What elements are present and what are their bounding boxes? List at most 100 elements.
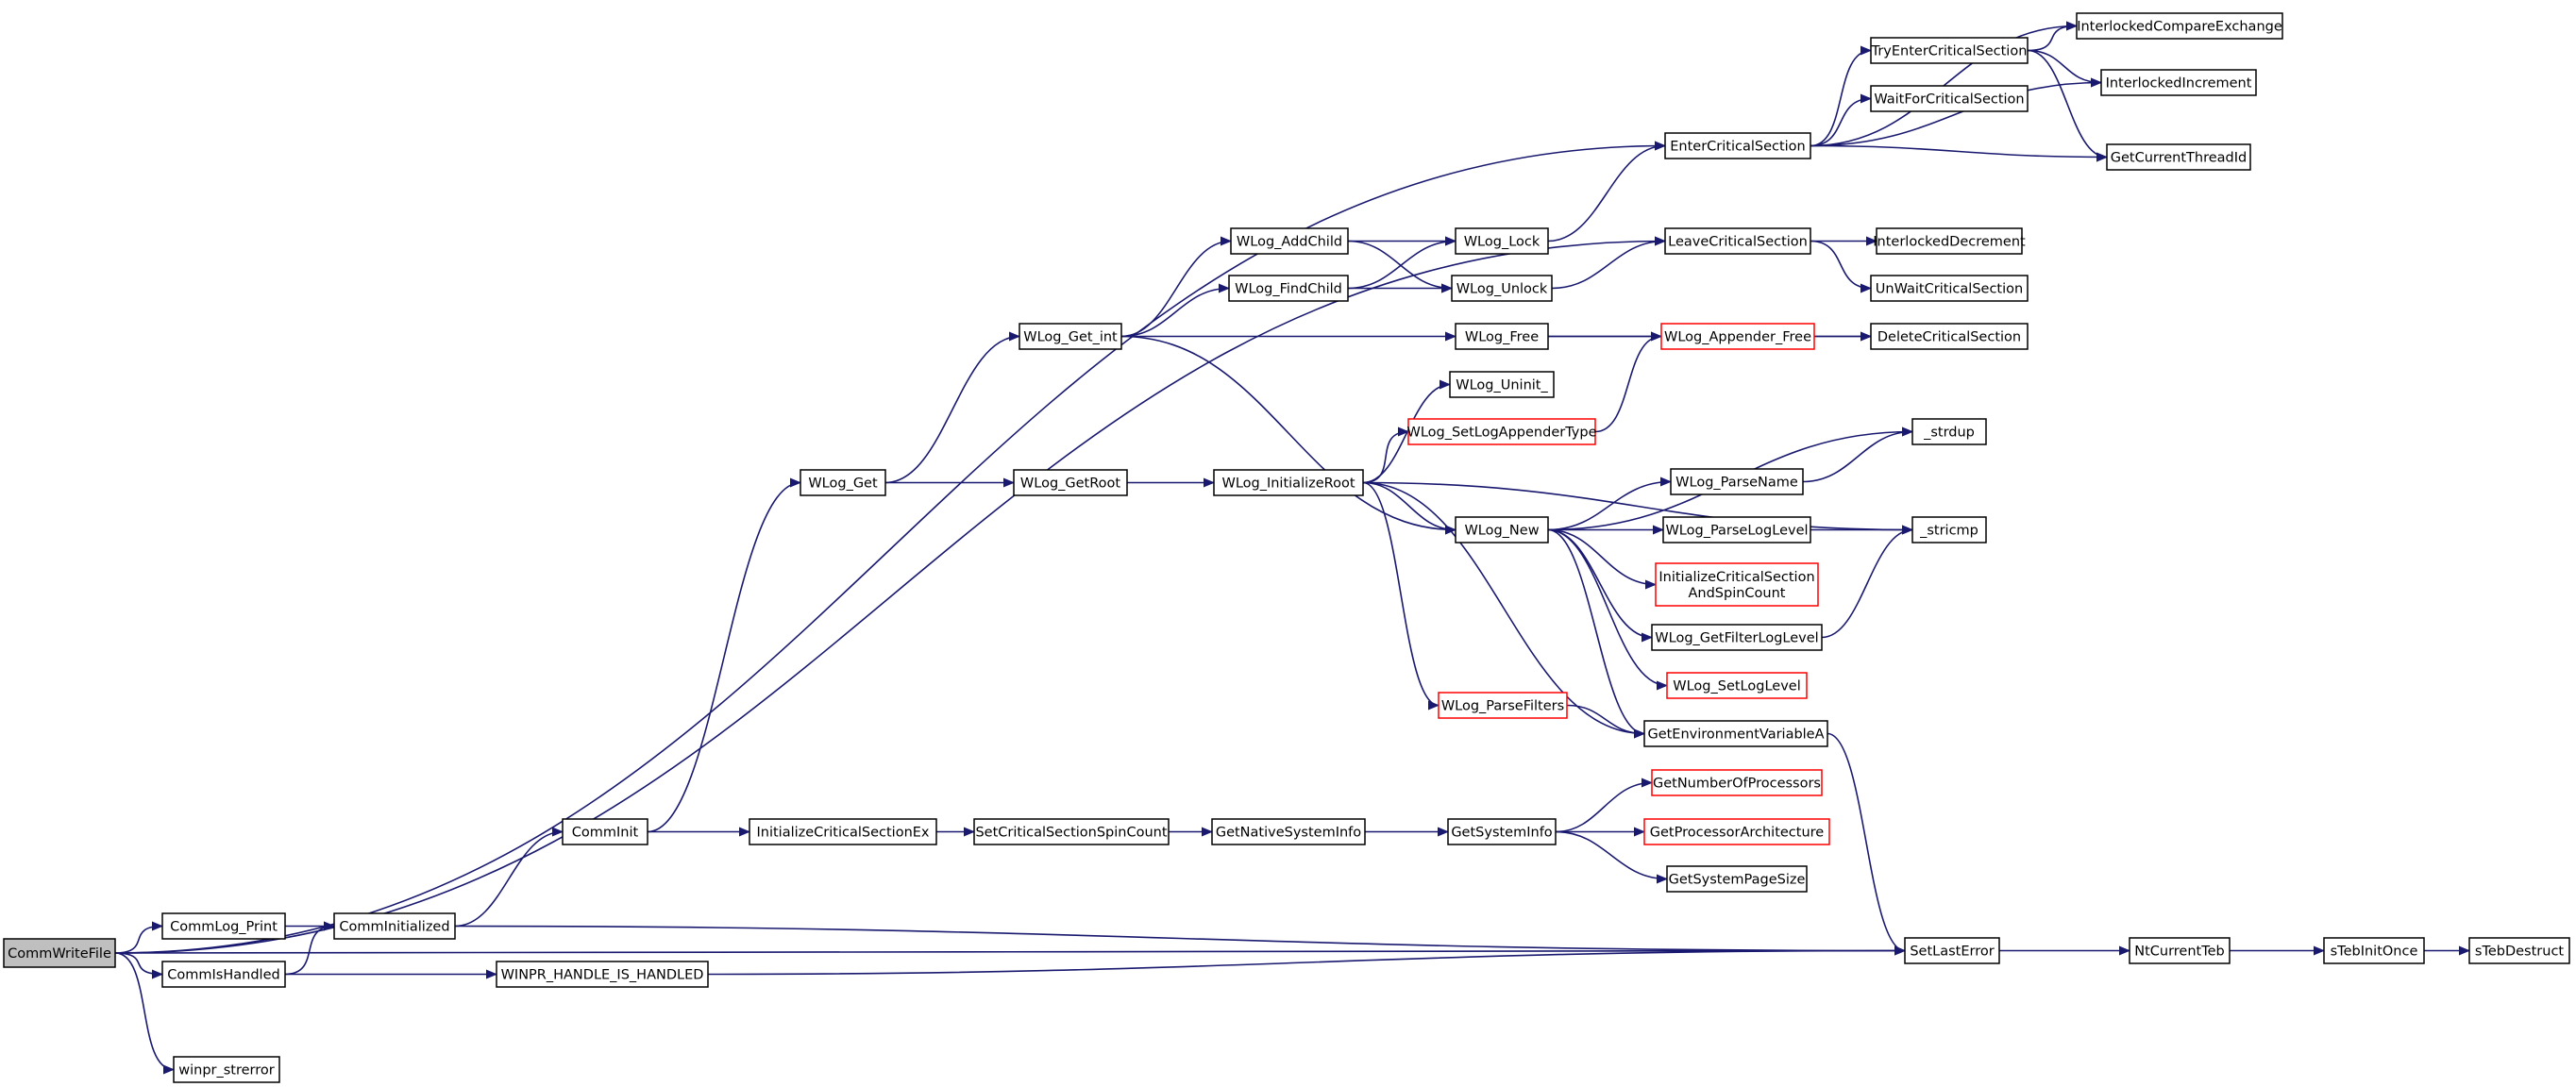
node-set-critical-section-spin-count[interactable]: SetCriticalSectionSpinCount (973, 818, 1170, 845)
node-wlog-parse-filters[interactable]: WLog_ParseFilters (1438, 692, 1568, 719)
node-leave-critical-section[interactable]: LeaveCriticalSection (1664, 227, 1811, 255)
node-box (1870, 85, 2029, 112)
node-label: InterlockedDecrement (1873, 235, 2026, 250)
node-wlog-set-log-appender-type[interactable]: WLog_SetLogAppenderType (1406, 418, 1597, 445)
node-label: WLog_GetRoot (1020, 477, 1120, 492)
node-box (3, 938, 116, 968)
node-box (1228, 275, 1349, 302)
edge-wlog-add-child-to-wlog-unlock (1347, 240, 1453, 293)
node-box (173, 1056, 280, 1083)
node-wlog-set-log-level[interactable]: WLog_SetLogLevel (1666, 672, 1808, 699)
node-comm-write-file[interactable]: CommWriteFile (3, 938, 116, 968)
edge-enter-critical-section-to-wait-for-critical-section (1810, 93, 1872, 147)
edge-wlog-parse-name-to-strdup (1802, 426, 1913, 483)
node-strdup[interactable]: _strdup (1911, 418, 1987, 445)
node-get-current-thread-id[interactable]: GetCurrentThreadId (2106, 143, 2251, 171)
node-box (1438, 692, 1568, 719)
node-label: WLog_Uninit_ (1456, 378, 1548, 393)
node-label: TryEnterCriticalSection (1871, 44, 2028, 59)
node-wlog-free[interactable]: WLog_Free (1455, 323, 1549, 350)
node-label: _stricmp (1919, 524, 1978, 539)
edge-wlog-get-int-to-wlog-new (1120, 335, 1456, 535)
edge-get-environment-variable-a-to-set-last-error (1827, 732, 1906, 956)
node-box (1455, 323, 1549, 350)
node-wlog-uninit-[interactable]: WLog_Uninit_ (1449, 371, 1555, 398)
node-get-native-system-info[interactable]: GetNativeSystemInfo (1211, 818, 1366, 845)
node-delete-critical-section[interactable]: DeleteCriticalSection (1870, 323, 2029, 350)
node-wlog-appender-free[interactable]: WLog_Appender_Free (1660, 323, 1815, 350)
node-interlocked-compare-exchange[interactable]: InterlockedCompareExchange (2076, 12, 2283, 40)
node-box (1455, 227, 1549, 255)
node-s-teb-init-once[interactable]: sTebInitOnce (2323, 937, 2425, 964)
node-label: _strdup (1923, 426, 1975, 441)
node-label: GetNumberOfProcessors (1653, 777, 1821, 792)
node-box (1655, 562, 1819, 607)
node-label: NtCurrentTeb (2134, 945, 2225, 960)
node-wlog-get[interactable]: WLog_Get (800, 469, 886, 496)
edge-wlog-initialize-root-to-get-environment-variable-a (1362, 481, 1645, 739)
node-winpr-handle-is-handled[interactable]: WINPR_HANDLE_IS_HANDLED (496, 961, 709, 988)
node-wlog-initialize-root[interactable]: WLog_InitializeRoot (1213, 469, 1364, 496)
node-s-teb-destruct[interactable]: sTebDestruct (2468, 937, 2570, 964)
edge-comm-write-file-to-enter-critical-section (114, 141, 1666, 954)
node-label: CommLog_Print (170, 920, 278, 935)
node-box (1870, 37, 2029, 64)
node-interlocked-increment[interactable]: InterlockedIncrement (2100, 69, 2257, 96)
node-label: GetEnvironmentVariableA (1647, 727, 1824, 743)
node-label: UnWaitCriticalSection (1876, 282, 2023, 297)
edge-wlog-new-to-wlog-set-log-level (1547, 528, 1668, 691)
node-winpr-strerror[interactable]: winpr_strerror (173, 1056, 280, 1083)
node-box (1911, 418, 1987, 445)
node-nt-current-teb[interactable]: NtCurrentTeb (2129, 937, 2231, 964)
node-box (749, 818, 937, 845)
node-comm-is-handled[interactable]: CommIsHandled (161, 961, 286, 988)
node-get-number-of-processors[interactable]: GetNumberOfProcessors (1651, 769, 1823, 796)
node-label: CommIsHandled (167, 968, 279, 983)
node-box (1230, 227, 1349, 255)
node-initialize-critical-section-ex[interactable]: InitializeCriticalSectionEx (749, 818, 937, 845)
node-interlocked-decrement[interactable]: InterlockedDecrement (1873, 227, 2026, 255)
node-stricmp[interactable]: _stricmp (1911, 516, 1987, 544)
node-wlog-parse-name[interactable]: WLog_ParseName (1670, 468, 1804, 495)
node-wait-for-critical-section[interactable]: WaitForCriticalSection (1870, 85, 2029, 112)
node-box (1666, 865, 1808, 893)
node-get-processor-architecture[interactable]: GetProcessorArchitecture (1643, 818, 1830, 845)
node-un-wait-critical-section[interactable]: UnWaitCriticalSection (1870, 275, 2029, 302)
node-label: InterlockedCompareExchange (2077, 20, 2282, 35)
node-box (2323, 937, 2425, 964)
node-try-enter-critical-section[interactable]: TryEnterCriticalSection (1870, 37, 2029, 64)
node-wlog-get-filter-log-level[interactable]: WLog_GetFilterLogLevel (1651, 624, 1823, 651)
node-comm-init[interactable]: CommInit (562, 818, 648, 845)
node-comm-log-print[interactable]: CommLog_Print (161, 912, 286, 940)
node-wlog-lock[interactable]: WLog_Lock (1455, 227, 1549, 255)
node-comm-initialized[interactable]: CommInitialized (333, 912, 456, 940)
node-wlog-get-int[interactable]: WLog_Get_int (1019, 323, 1122, 350)
node-box (1213, 469, 1364, 496)
node-wlog-add-child[interactable]: WLog_AddChild (1230, 227, 1349, 255)
node-wlog-get-root[interactable]: WLog_GetRoot (1013, 469, 1128, 496)
node-box (2106, 143, 2251, 171)
node-label: LeaveCriticalSection (1668, 235, 1808, 250)
node-get-system-info[interactable]: GetSystemInfo (1447, 818, 1557, 845)
call-edges (114, 21, 2470, 1075)
node-wlog-parse-log-level[interactable]: WLog_ParseLogLevel (1662, 516, 1811, 544)
edge-wlog-unlock-to-leave-critical-section (1551, 236, 1666, 290)
node-box (1664, 227, 1811, 255)
node-enter-critical-section[interactable]: EnterCriticalSection (1664, 132, 1811, 159)
node-wlog-find-child[interactable]: WLog_FindChild (1228, 275, 1349, 302)
node-label: WLog_Free (1465, 330, 1539, 345)
node-set-last-error[interactable]: SetLastError (1904, 937, 2000, 964)
node-label: GetSystemInfo (1451, 826, 1552, 841)
node-label: WLog_GetFilterLogLevel (1655, 631, 1818, 646)
node-wlog-new[interactable]: WLog_New (1455, 516, 1549, 544)
node-wlog-unlock[interactable]: WLog_Unlock (1451, 275, 1553, 302)
node-get-environment-variable-a[interactable]: GetEnvironmentVariableA (1643, 720, 1828, 747)
node-box (496, 961, 709, 988)
node-label: WaitForCriticalSection (1874, 92, 2024, 108)
edge-comm-initialized-to-set-last-error (454, 925, 1906, 956)
node-get-system-page-size[interactable]: GetSystemPageSize (1666, 865, 1808, 893)
edge-try-enter-critical-section-to-interlocked-compare-exchange (2027, 21, 2078, 52)
